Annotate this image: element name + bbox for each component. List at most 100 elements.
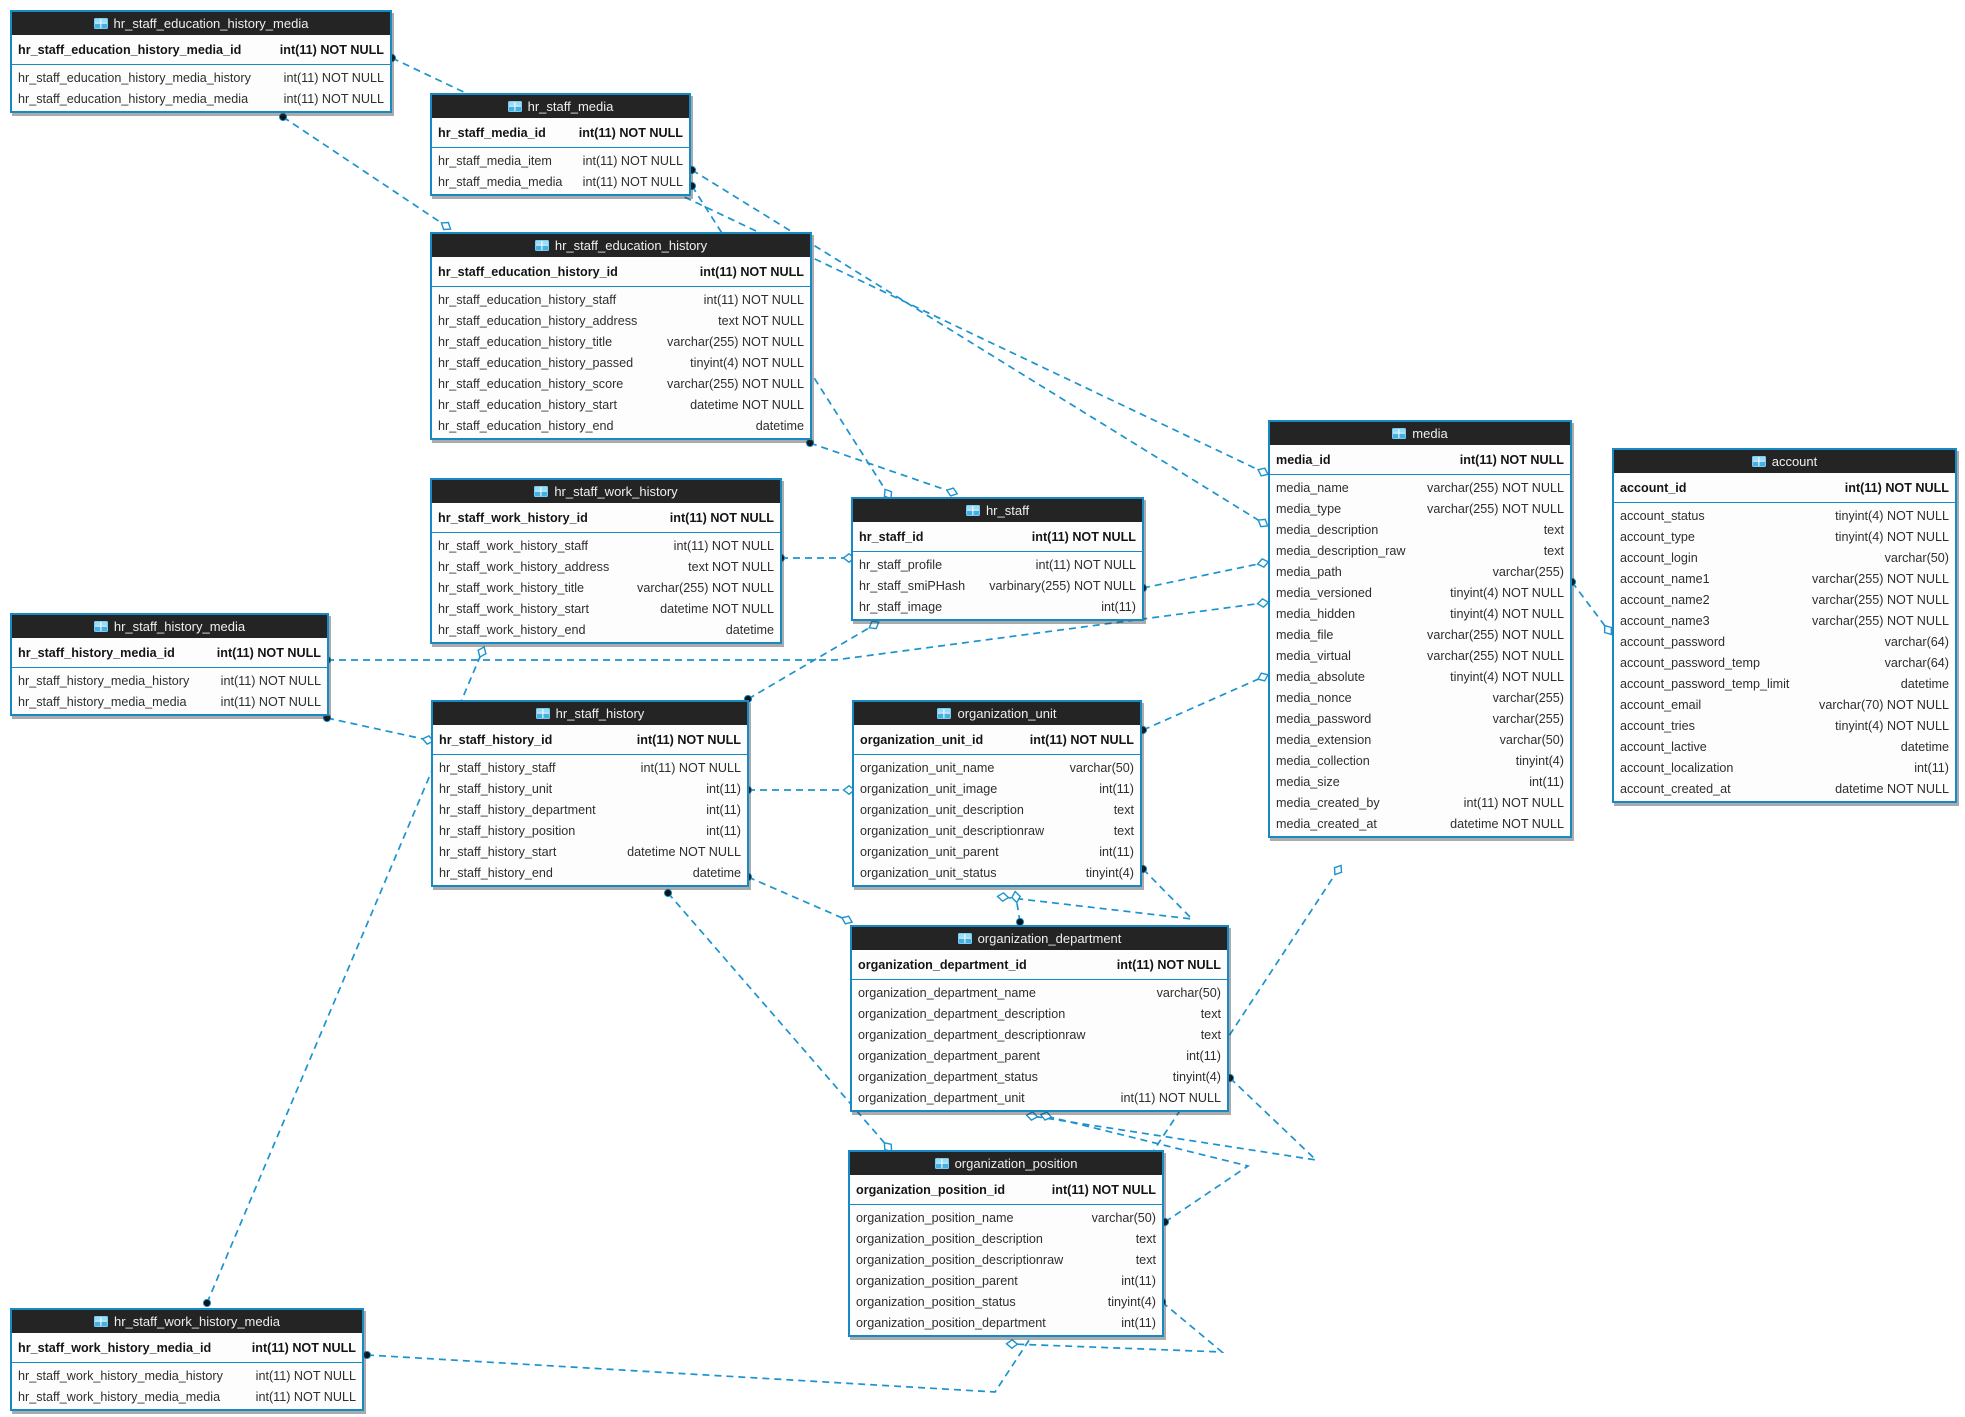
relationship-hr_staff_history_media-history_to_hr_staff_history[interactable]: [326, 717, 429, 741]
relationship-hr_staff_history_media-media_to_media[interactable]: [327, 602, 1264, 661]
table-header[interactable]: organization_position: [850, 1152, 1162, 1175]
table-header[interactable]: media: [1270, 422, 1570, 445]
relationship-hr_staff_education_history_media-history_to_hr_staff_education_history[interactable]: [282, 116, 447, 227]
table-hr_staff_work_history[interactable]: hr_staff_work_history hr_staff_work_histo…: [430, 478, 782, 644]
table-header[interactable]: hr_staff_work_history: [432, 480, 780, 503]
relationship-organization_department-unit_to_organization_unit[interactable]: [1015, 896, 1021, 923]
relationship-organization_position-parent_self[interactable]: [1011, 1301, 1225, 1353]
table-header[interactable]: organization_department: [852, 927, 1227, 950]
column-row[interactable]: hr_staff_education_history_media_history…: [12, 67, 390, 88]
table-header[interactable]: organization_unit: [854, 702, 1140, 725]
relationship-hr_staff_history-department_to_organization_department[interactable]: [747, 876, 848, 921]
relationship-organization_unit-image_to_media[interactable]: [1142, 676, 1264, 731]
relationship-organization_unit-parent_self[interactable]: [1002, 868, 1195, 921]
relationship-media-created_by_to_account[interactable]: [1571, 581, 1609, 631]
relationship-hr_staff_media-media_to_media[interactable]: [691, 169, 1264, 524]
table-header[interactable]: hr_staff_history_media: [12, 615, 327, 638]
relationship-organization_department-parent_self[interactable]: [1031, 1077, 1319, 1162]
table-header[interactable]: hr_staff_work_history_media: [12, 1310, 362, 1333]
relationship-hr_staff_education_history-staff_to_hr_staff[interactable]: [809, 442, 953, 493]
